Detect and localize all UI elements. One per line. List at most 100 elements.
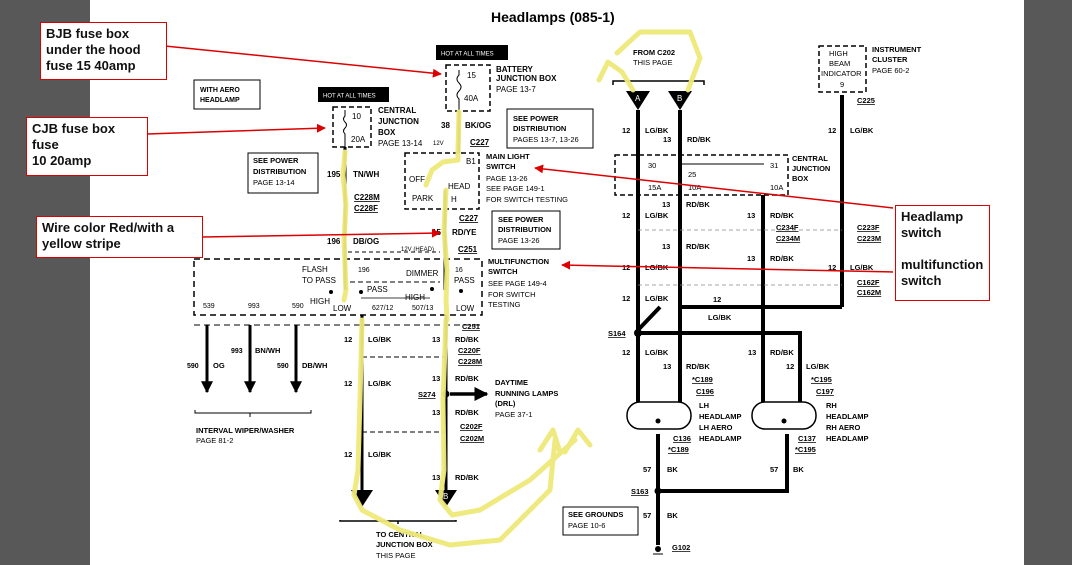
component-label: BEAM bbox=[829, 59, 850, 68]
wire-color: DB/WH bbox=[302, 361, 327, 370]
note-text: PAGE 13-26 bbox=[498, 236, 540, 245]
component-label: HEADLAMP bbox=[826, 412, 869, 421]
callout-line: multifunction bbox=[901, 257, 984, 272]
wire-num: 12 bbox=[622, 294, 630, 303]
diagram-page: Headlamps (085-1) WITH AERO HEADLAMP HOT… bbox=[90, 0, 1024, 565]
wiring-diagram: Headlamps (085-1) WITH AERO HEADLAMP HOT… bbox=[146, 9, 922, 560]
bjb-page: PAGE 13-7 bbox=[496, 85, 536, 94]
connector-label: C136 bbox=[673, 434, 691, 443]
component-label: RH bbox=[826, 401, 837, 410]
wire-color: LG/BK bbox=[368, 335, 392, 344]
wire-num: 590 bbox=[187, 363, 199, 370]
callout-line: fuse 15 40amp bbox=[46, 58, 136, 73]
highlight-return-a bbox=[351, 317, 558, 548]
connector-label: C228F bbox=[354, 204, 378, 213]
voltage-label: 12V bbox=[433, 141, 444, 147]
wire-num: 12 bbox=[344, 379, 352, 388]
wire-num: 12 bbox=[344, 335, 352, 344]
component-label: MULTIFUNCTION bbox=[488, 257, 549, 266]
wire-num: 12 bbox=[622, 263, 630, 272]
highlight-loop-a bbox=[596, 59, 636, 93]
connector-letter: B bbox=[677, 94, 682, 103]
wire-num: 13 bbox=[662, 200, 670, 209]
wire-num: 38 bbox=[441, 121, 450, 130]
wire-num: 12 bbox=[622, 126, 630, 135]
wire-num: 12 bbox=[828, 126, 836, 135]
connector-label: C202F bbox=[460, 422, 483, 431]
fuse-10-symbol bbox=[343, 110, 347, 148]
highlight-return-b bbox=[437, 317, 578, 518]
note-text: SEE GROUNDS bbox=[568, 510, 623, 519]
wire-color: LG/BK bbox=[368, 379, 392, 388]
wire-num: 12 bbox=[622, 211, 630, 220]
wire-color: RD/BK bbox=[687, 135, 711, 144]
connector-label: C251 bbox=[462, 322, 480, 331]
hot-label-bjb bbox=[436, 45, 508, 60]
see-power-box-2 bbox=[506, 108, 594, 149]
bjb-fuse-box bbox=[445, 64, 491, 112]
wire-num: 12 bbox=[344, 450, 352, 459]
component-label: LH bbox=[699, 401, 709, 410]
wire-num: 13 bbox=[663, 362, 671, 371]
note-text: DISTRIBUTION bbox=[513, 124, 566, 133]
arrow-multifunction bbox=[561, 260, 894, 273]
highlight-arrowhead-1 bbox=[537, 427, 563, 455]
component-label: HEADLAMP bbox=[699, 434, 742, 443]
splice-s163 bbox=[654, 487, 662, 495]
note-text: SEE POWER bbox=[253, 156, 299, 165]
arrow-headlamp-switch bbox=[534, 164, 894, 209]
wire-color: RD/BK bbox=[455, 335, 479, 344]
note-text: PAGE 10-6 bbox=[568, 521, 605, 530]
wire-num: 13 bbox=[432, 408, 440, 417]
fuse-amp: 15A bbox=[648, 183, 661, 192]
fuse-amp: 20A bbox=[351, 135, 366, 144]
connector-label: C197 bbox=[816, 387, 834, 396]
connector-label: *C195 bbox=[795, 445, 816, 454]
component-label: MAIN LIGHT bbox=[486, 152, 530, 161]
wiper-bracket bbox=[194, 410, 312, 417]
component-label: SWITCH bbox=[488, 267, 518, 276]
callout-spacer bbox=[901, 241, 984, 257]
note-text: DISTRIBUTION bbox=[253, 167, 306, 176]
switch-terminal: H bbox=[451, 195, 457, 204]
connector-label: C251 bbox=[458, 245, 478, 254]
wire-color: LG/BK bbox=[806, 362, 830, 371]
wire-num: 13 bbox=[432, 335, 440, 344]
wire-color: TN/WH bbox=[353, 170, 379, 179]
wire-num: 13 bbox=[748, 348, 756, 357]
wire-color: LG/BK bbox=[645, 294, 669, 303]
wire-color: BK bbox=[667, 511, 678, 520]
wire-num: 12 bbox=[786, 362, 794, 371]
component-page: PAGE 60-2 bbox=[872, 66, 909, 75]
switch-contact bbox=[430, 287, 434, 291]
cjb-fuse-box bbox=[332, 106, 372, 148]
connector-label: C227 bbox=[459, 214, 479, 223]
wire-num: 12 bbox=[622, 348, 630, 357]
connector-label: C227 bbox=[470, 138, 490, 147]
callout-line: CJB fuse box fuse bbox=[32, 121, 116, 152]
diagram-title: Headlamps (085-1) bbox=[491, 9, 615, 25]
wire-num: 13 bbox=[432, 374, 440, 383]
wire-num: 13 bbox=[747, 211, 755, 220]
component-label: (DRL) bbox=[495, 399, 516, 408]
component-label: LH AERO bbox=[699, 423, 733, 432]
component-page: FOR SWITCH TESTING bbox=[486, 195, 568, 204]
connector-label: *C189 bbox=[668, 445, 689, 454]
connector-label: C234M bbox=[776, 234, 800, 243]
cjb-callout: CJB fuse box fuse 10 20amp bbox=[26, 117, 148, 176]
switch-position: DIMMER bbox=[406, 269, 439, 278]
connector-label: C162M bbox=[857, 288, 881, 297]
hot-label-text: HOT AT ALL TIMES bbox=[323, 94, 376, 100]
wire-color: RD/BK bbox=[455, 408, 479, 417]
wire-num: 13 bbox=[432, 473, 440, 482]
note-text: PAGES 13-7, 13-26 bbox=[513, 135, 579, 144]
arrow-cjb bbox=[146, 123, 326, 135]
component-label: JUNCTION BOX bbox=[376, 540, 433, 549]
component-page: FOR SWITCH bbox=[488, 290, 536, 299]
with-aero-box bbox=[193, 79, 261, 110]
see-power-box-1 bbox=[247, 152, 319, 194]
bjb-label: BATTERY bbox=[496, 65, 534, 74]
callout-line: under the hood bbox=[46, 42, 141, 57]
connector-label: C228M bbox=[354, 193, 380, 202]
switch-position: LOW bbox=[456, 304, 475, 313]
